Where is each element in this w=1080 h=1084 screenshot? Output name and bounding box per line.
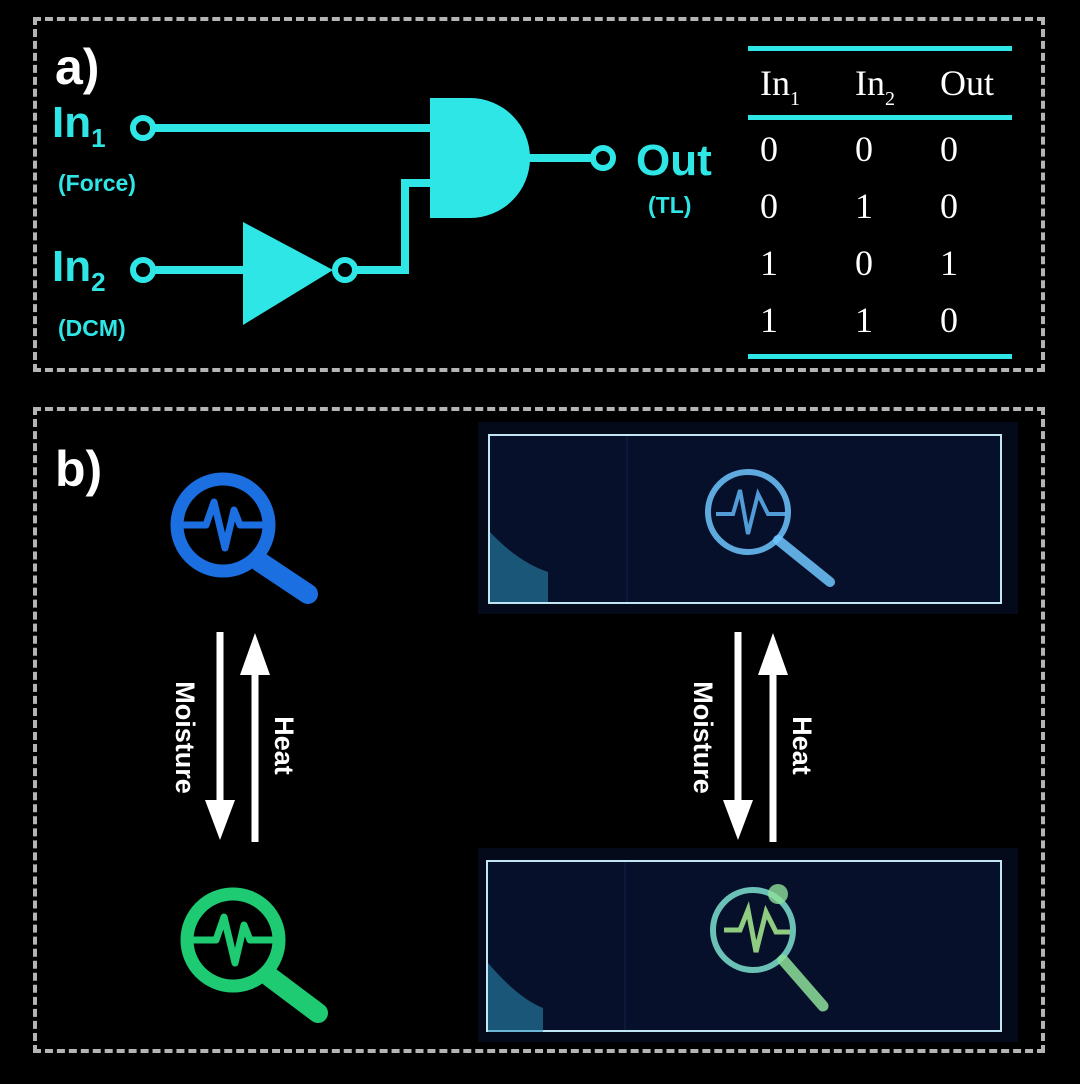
not-gate-bubble xyxy=(332,257,358,283)
output-caption: (TL) xyxy=(648,192,692,218)
table-row: 0 0 0 xyxy=(748,120,1012,177)
header-out: Out xyxy=(940,63,994,103)
input-2-label: In2 xyxy=(52,242,106,297)
photo-green-state xyxy=(478,848,1018,1042)
reversible-arrows-left xyxy=(205,632,270,842)
truth-table-top-rule xyxy=(748,46,1012,51)
cell: 1 xyxy=(940,242,958,283)
output-label: Out xyxy=(636,136,712,185)
not-output-wire xyxy=(355,179,432,274)
truth-table-header-rule xyxy=(748,115,1012,120)
cell: 0 xyxy=(855,242,873,283)
header-in1: In1 xyxy=(760,63,800,110)
input-1-terminal xyxy=(130,115,156,141)
moisture-label: Moisture xyxy=(169,681,200,794)
cell: 0 xyxy=(940,299,958,340)
slide-edge-divider xyxy=(626,436,628,602)
input-2-terminal xyxy=(130,257,156,283)
truth-table-header: In1 In2 Out xyxy=(748,51,1012,115)
input-1-caption: (Force) xyxy=(58,170,136,196)
table-row: 0 1 0 xyxy=(748,177,1012,234)
cell: 1 xyxy=(855,185,873,226)
cell: 0 xyxy=(760,185,778,226)
panel-a-frame xyxy=(33,17,1045,372)
luminescent-pattern-blue xyxy=(490,469,835,602)
cell: 1 xyxy=(855,299,873,340)
cell: 0 xyxy=(760,128,778,169)
slide-edge-divider xyxy=(624,862,626,1030)
cell: 1 xyxy=(760,242,778,283)
panel-b-frame xyxy=(33,407,1045,1053)
output-terminal xyxy=(590,145,616,171)
cell: 1 xyxy=(760,299,778,340)
cell: 0 xyxy=(940,185,958,226)
panel-b-label: b) xyxy=(55,441,103,497)
heat-label: Heat xyxy=(786,716,817,775)
header-in2: In2 xyxy=(855,63,895,110)
heat-label: Heat xyxy=(268,716,299,775)
input-1-label: In1 xyxy=(52,98,106,153)
panel-a-label: a) xyxy=(55,39,100,95)
cell: 0 xyxy=(855,128,873,169)
truth-table-bottom-rule xyxy=(748,354,1012,359)
not-gate xyxy=(243,222,333,325)
magnifier-waveform-icon xyxy=(180,887,328,1023)
magnifier-waveform-icon xyxy=(170,472,318,604)
photo-blue-state xyxy=(478,422,1018,614)
input-2-caption: (DCM) xyxy=(58,315,126,341)
cell: 0 xyxy=(940,128,958,169)
reversible-arrows-right xyxy=(723,632,788,842)
table-row: 1 1 0 xyxy=(748,291,1012,348)
truth-table: In1 In2 Out 0 0 0 0 1 0 1 0 1 1 1 0 xyxy=(748,46,1012,359)
and-gate xyxy=(430,98,530,218)
moisture-label: Moisture xyxy=(687,681,718,794)
table-row: 1 0 1 xyxy=(748,234,1012,291)
luminescent-pattern-green xyxy=(488,884,829,1032)
